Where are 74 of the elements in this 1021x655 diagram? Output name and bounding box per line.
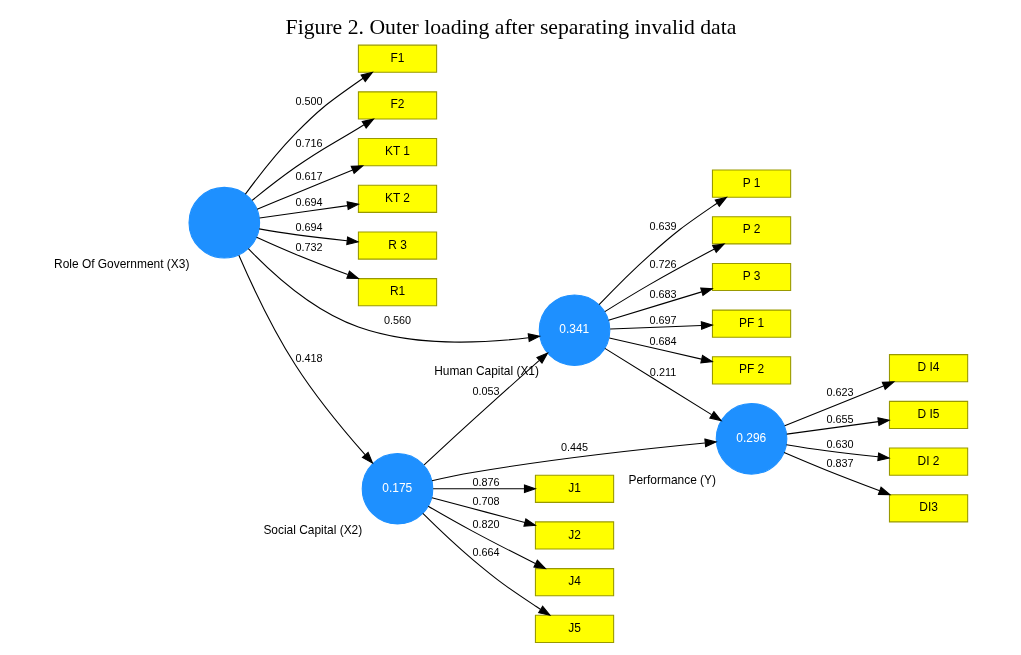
edge-label: 0.623 xyxy=(825,386,854,399)
arrow xyxy=(247,248,541,343)
arrow xyxy=(255,236,360,280)
edge-label: 0.837 xyxy=(825,457,854,470)
edge-label: 0.445 xyxy=(560,440,588,453)
arrow xyxy=(783,381,895,427)
edge-label: 0.664 xyxy=(471,546,500,559)
arrow xyxy=(785,417,891,435)
arrow xyxy=(432,484,537,494)
arrow xyxy=(783,452,891,496)
edge-label: 0.211 xyxy=(649,365,676,378)
node-box: J2 xyxy=(534,521,614,550)
arrow xyxy=(244,71,374,195)
node-box: DI 2 xyxy=(888,447,968,476)
node-box: PF 1 xyxy=(711,309,791,338)
arrow xyxy=(785,444,891,462)
edge-label: 0.726 xyxy=(648,258,677,271)
node-box: F2 xyxy=(357,91,437,120)
arrow xyxy=(608,337,714,364)
arrow xyxy=(258,228,360,246)
arrow xyxy=(430,497,537,527)
node-box: PF 2 xyxy=(711,356,791,385)
edge-label: 0.560 xyxy=(383,313,411,326)
node-circle: 0.341 xyxy=(538,294,610,367)
arrow xyxy=(609,320,714,331)
edge-label: 0.708 xyxy=(471,495,500,508)
arrow xyxy=(237,254,374,465)
arrow xyxy=(427,505,547,570)
node-box: P 1 xyxy=(711,169,791,198)
edge-label: 0.500 xyxy=(294,95,323,108)
arrow xyxy=(603,243,725,313)
node-box: KT 1 xyxy=(357,138,437,167)
edge-label: 0.697 xyxy=(648,313,677,326)
edge-label: 0.655 xyxy=(825,412,854,425)
node-box: DI3 xyxy=(888,494,968,523)
node-box: J5 xyxy=(534,614,614,643)
node-circle xyxy=(187,186,260,259)
edge-label: 0.683 xyxy=(648,287,677,300)
node-box: P 2 xyxy=(711,216,791,245)
arrow xyxy=(423,351,549,466)
edge-label: 0.732 xyxy=(294,240,323,253)
edge-label: 0.053 xyxy=(471,385,500,398)
node-label: Performance (Y) xyxy=(627,472,716,487)
node-label: Role Of Government (X3) xyxy=(53,256,189,271)
node-box: D I5 xyxy=(888,400,968,430)
node-box: F1 xyxy=(357,44,437,73)
edge-label: 0.820 xyxy=(471,517,500,530)
arrow xyxy=(256,165,364,210)
node-box: P 3 xyxy=(711,262,791,292)
edge-label: 0.716 xyxy=(294,136,323,149)
node-box: KT 2 xyxy=(357,184,437,213)
arrow xyxy=(421,512,551,617)
arrow xyxy=(607,287,714,321)
edge-label: 0.630 xyxy=(825,437,854,450)
node-box: R1 xyxy=(357,278,437,307)
edge-label: 0.876 xyxy=(471,475,500,488)
node-box: R 3 xyxy=(357,231,437,260)
edge-label: 0.684 xyxy=(648,335,677,348)
arrow xyxy=(258,201,360,219)
arrow xyxy=(430,438,718,482)
node-box: D I4 xyxy=(888,354,968,383)
diagram-title: Figure 2. Outer loading after separating invalid data xyxy=(285,15,736,40)
edge-label: 0.694 xyxy=(294,196,323,209)
edge-label: 0.617 xyxy=(294,170,323,183)
edge-label: 0.639 xyxy=(648,220,677,233)
arrow xyxy=(251,118,375,201)
node-box: J4 xyxy=(534,568,614,597)
edge-label: 0.418 xyxy=(294,351,323,364)
node-label: Social Capital (X2) xyxy=(262,522,362,537)
arrow xyxy=(603,347,722,422)
node-box: J1 xyxy=(534,474,614,503)
edge-label: 0.694 xyxy=(294,221,323,234)
node-circle: 0.296 xyxy=(715,402,787,475)
arrow xyxy=(598,196,728,306)
